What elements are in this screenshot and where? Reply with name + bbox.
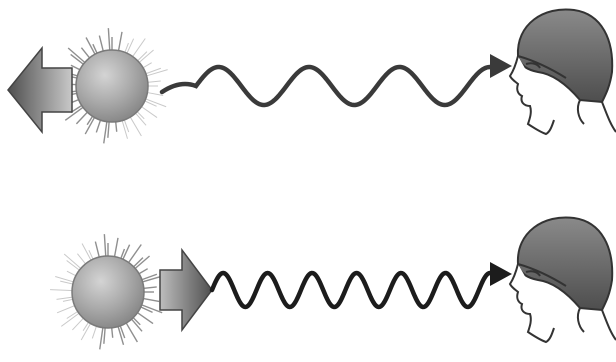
stretched-wave [162,67,490,105]
star-ray [138,50,154,64]
wave-arrowhead [490,262,512,286]
star-ray [140,106,157,118]
star-ray [104,120,107,144]
star-ray [55,277,75,283]
star-ray [81,322,91,340]
right-arrow-icon [160,250,212,330]
wave-arrowhead [490,54,512,78]
star-ray [50,290,74,291]
star-ray [108,28,110,52]
observer-head [510,9,616,134]
star-ray [114,238,118,259]
compressed-wave [212,273,490,307]
scene-approaching [50,217,616,349]
left-arrow-icon [8,48,72,132]
star-ray [136,312,153,324]
star-ray [118,32,122,53]
star-ray [100,326,103,350]
star-ray [57,305,76,313]
star [76,50,148,122]
star [72,256,144,328]
scene-receding [8,9,616,143]
observer-head [510,217,616,342]
star-ray [104,234,106,258]
